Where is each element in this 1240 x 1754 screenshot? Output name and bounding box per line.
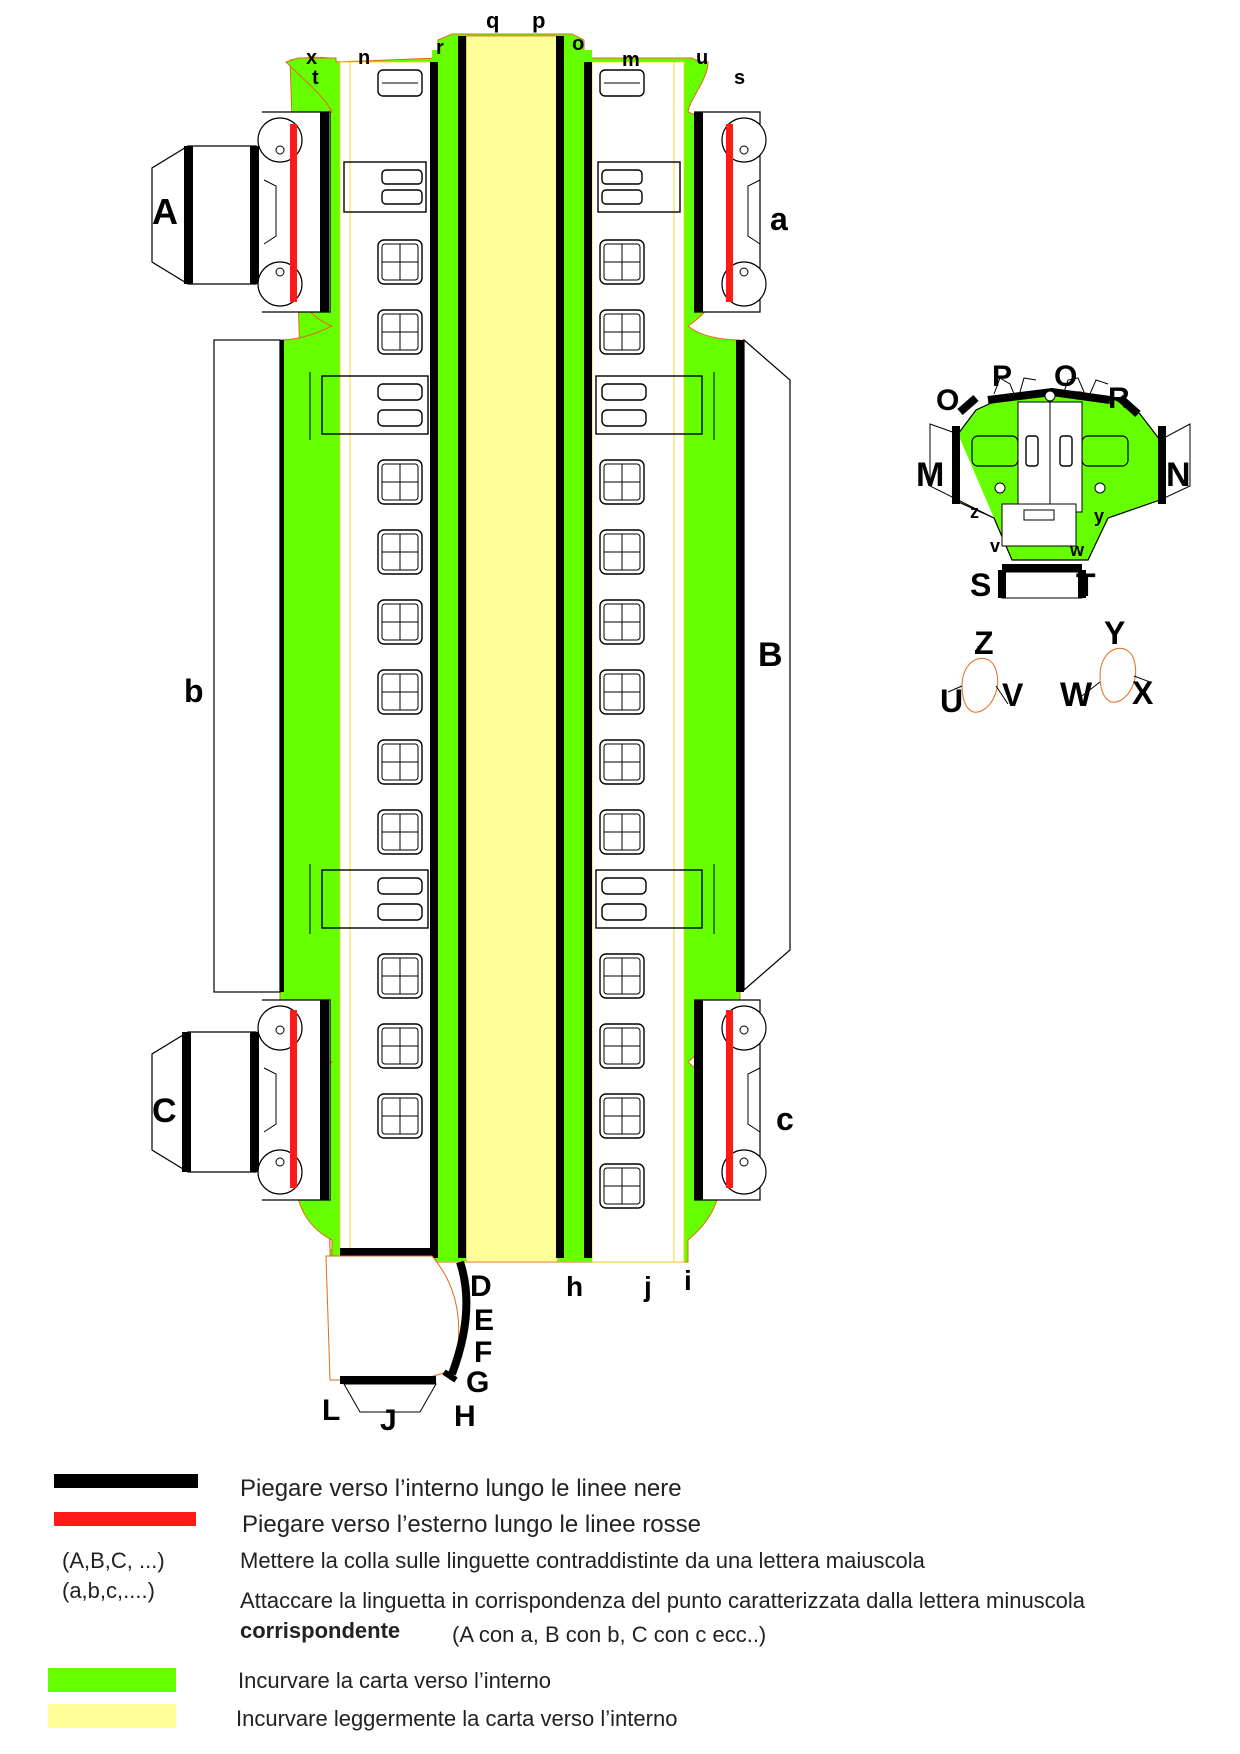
legend-black-text: Piegare verso l’interno lungo le linee n…	[240, 1475, 682, 1502]
labels-cab: O P O R M N z y v w S T Z U V Y W X	[916, 360, 1191, 719]
tab-b-left-long	[213, 339, 281, 993]
legend-green-swatch	[48, 1668, 176, 1692]
fold-line-bottom-left	[340, 1248, 432, 1256]
bottom-end-piece	[325, 1255, 471, 1413]
label-r: r	[436, 37, 444, 59]
fold-line-o	[584, 62, 592, 1258]
small-part-left	[947, 646, 1009, 713]
legend: Piegare verso l’interno lungo le linee n…	[48, 1474, 1086, 1731]
label-D: D	[470, 1270, 492, 1303]
label-H: H	[454, 1400, 476, 1433]
legend-red-swatch	[54, 1512, 196, 1526]
tab-B-right-long	[743, 338, 791, 992]
label-v: v	[990, 536, 1000, 556]
label-A: A	[152, 191, 178, 232]
label-E: E	[474, 1304, 494, 1337]
label-V: V	[1002, 677, 1024, 713]
legend-attach-example: (A con a, B con b, C con c ecc..)	[452, 1622, 766, 1647]
legend-glue-text: Mettere la colla sulle linguette contrad…	[240, 1548, 926, 1573]
label-W: W	[1060, 676, 1093, 714]
bogie-tab-a	[694, 111, 767, 313]
label-X: X	[1132, 675, 1154, 711]
label-w: w	[1069, 540, 1085, 560]
label-Y: Y	[1104, 615, 1125, 651]
label-j: j	[643, 1271, 652, 1302]
legend-attach-text: Attaccare la linguetta in corrispondenza…	[240, 1588, 1086, 1613]
fold-line-r	[430, 62, 438, 1258]
legend-lowercase-symbol: (a,b,c,....)	[62, 1578, 155, 1603]
label-a: a	[770, 201, 788, 237]
cab-front-piece	[929, 377, 1191, 599]
yellow-roof-strip	[465, 35, 559, 1263]
label-u: u	[696, 47, 708, 69]
label-t: t	[312, 67, 319, 89]
legend-black-swatch	[54, 1474, 198, 1488]
label-F: F	[474, 1336, 492, 1369]
labels-main: t x n r q p o m u s A a b B C c D E F G …	[152, 8, 794, 1437]
fold-line-right-edge	[736, 340, 744, 992]
label-y: y	[1094, 506, 1104, 526]
main-body	[276, 33, 744, 1263]
label-n: n	[358, 47, 370, 69]
label-O-right: O	[1054, 360, 1077, 393]
label-z: z	[970, 502, 979, 522]
label-b: b	[184, 673, 204, 709]
label-s: s	[734, 67, 745, 89]
bogie-tab-C	[151, 999, 331, 1201]
label-U: U	[940, 683, 963, 719]
label-q: q	[486, 8, 499, 33]
label-R: R	[1108, 382, 1130, 415]
label-B: B	[758, 636, 783, 674]
legend-green-text: Incurvare la carta verso l’interno	[238, 1668, 551, 1693]
label-G: G	[466, 1366, 489, 1399]
label-o: o	[572, 33, 584, 55]
label-Z: Z	[974, 625, 994, 661]
label-C: C	[152, 1092, 177, 1130]
label-m: m	[622, 49, 640, 71]
left-windows	[309, 69, 429, 1139]
legend-uppercase-symbol: (A,B,C, ...)	[62, 1548, 165, 1573]
legend-red-text: Piegare verso l’esterno lungo le linee r…	[242, 1511, 701, 1538]
right-windows	[595, 69, 715, 1209]
fold-line-q	[458, 36, 466, 1258]
label-N: N	[1166, 456, 1191, 494]
label-h: h	[566, 1271, 583, 1302]
bogie-tab-A	[151, 111, 331, 313]
legend-attach-bold: corrispondente	[240, 1618, 400, 1643]
label-c: c	[776, 1101, 794, 1137]
label-T: T	[1076, 567, 1096, 603]
small-part-right	[1081, 634, 1151, 703]
label-P: P	[992, 360, 1012, 393]
label-i: i	[684, 1265, 692, 1296]
label-p: p	[532, 8, 545, 33]
bogie-tab-c	[694, 999, 767, 1201]
label-M: M	[916, 456, 944, 494]
label-L: L	[322, 1394, 340, 1427]
legend-yellow-text: Incurvare leggermente la carta verso l’i…	[236, 1706, 677, 1731]
legend-yellow-swatch	[48, 1704, 176, 1728]
label-O-left: O	[936, 384, 959, 417]
label-x: x	[306, 47, 317, 69]
label-J: J	[380, 1404, 397, 1437]
fold-line-p	[556, 36, 564, 1258]
label-S: S	[970, 567, 991, 603]
